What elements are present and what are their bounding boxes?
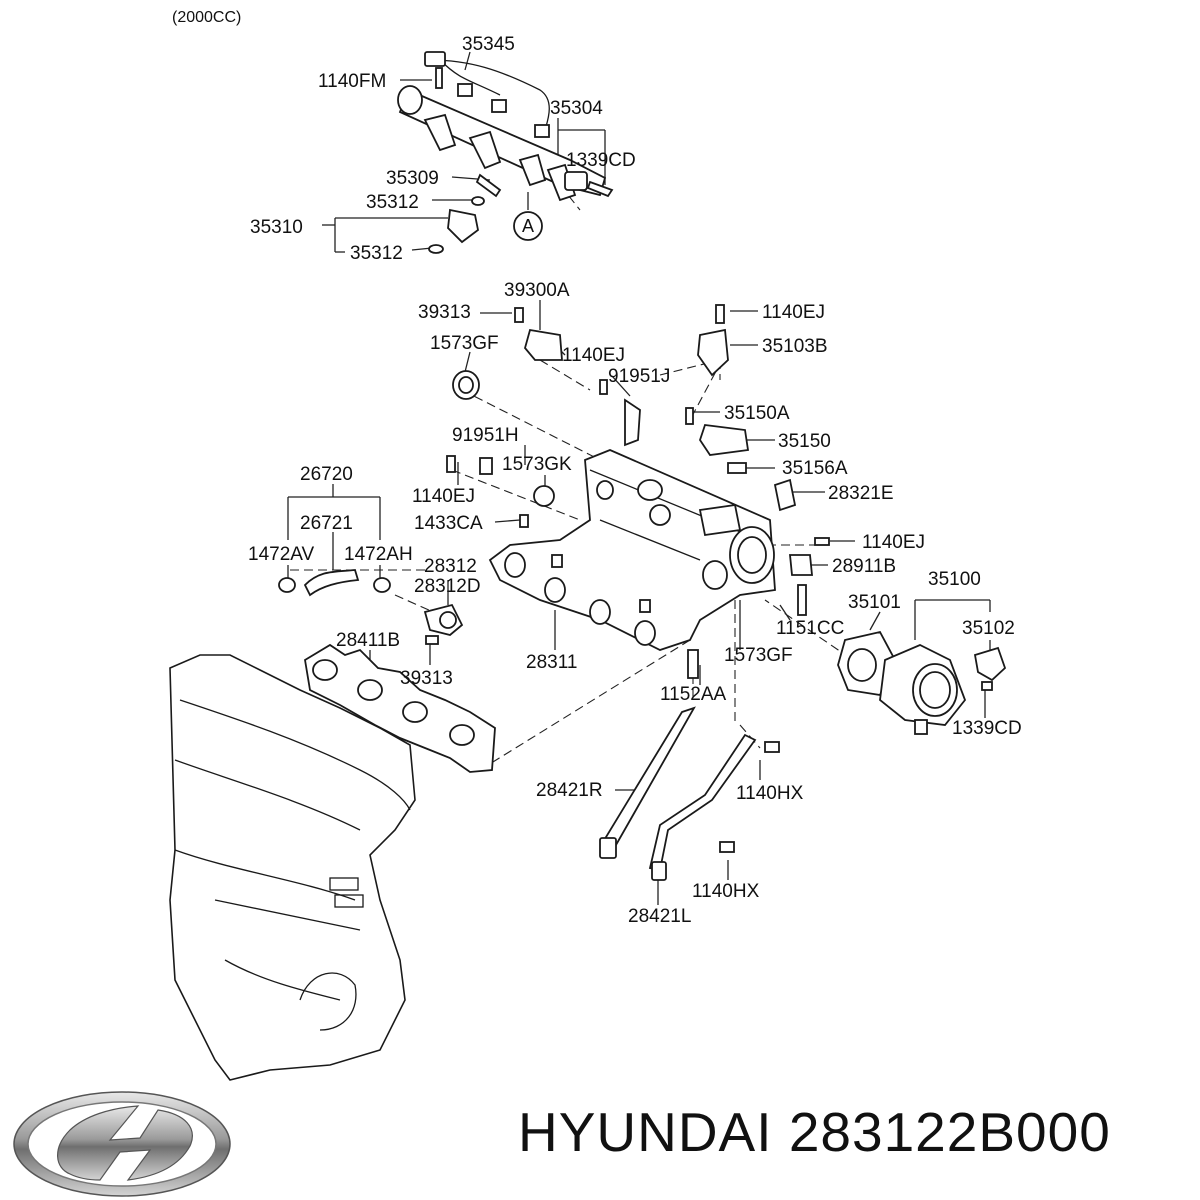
part-label: 35101 xyxy=(848,592,901,613)
manifold-gasket xyxy=(304,643,496,773)
part-label: 1152AA xyxy=(660,684,727,705)
hose-assembly xyxy=(278,569,464,645)
part-label: 91951H xyxy=(452,425,519,446)
part-label: 1140EJ xyxy=(762,302,825,323)
part-label: 28321E xyxy=(828,483,894,504)
part-labels: (2000CC) 35345 1140FM 35304 1339CD 35309… xyxy=(172,9,1022,927)
throttle-body xyxy=(837,630,1007,735)
part-label: 1140FM xyxy=(318,71,386,92)
part-label: 35312 xyxy=(350,243,403,264)
part-label: 35309 xyxy=(386,168,439,189)
support-brackets xyxy=(599,706,780,881)
sensor-parts xyxy=(446,304,830,679)
part-label: 1339CD xyxy=(566,150,636,171)
part-label: 1573GK xyxy=(502,454,572,475)
engine-block xyxy=(169,654,416,1081)
hyundai-logo-icon xyxy=(13,1091,231,1197)
part-label: 1140EJ xyxy=(562,345,625,366)
part-label: 28312D xyxy=(414,576,481,597)
part-label: 91951J xyxy=(608,366,670,387)
part-label: 39300A xyxy=(504,280,570,301)
part-label: 35102 xyxy=(962,618,1015,639)
part-label: 28411B xyxy=(336,630,400,651)
fuel-rail-assembly xyxy=(397,51,614,254)
part-label: 28312 xyxy=(424,556,477,577)
intake-manifold xyxy=(488,449,776,651)
part-label: 26720 xyxy=(300,464,353,485)
part-label: 1472AH xyxy=(344,544,413,565)
part-label: 1140EJ xyxy=(862,532,925,553)
part-label: 1433CA xyxy=(414,513,483,534)
brand-name: HYUNDAI xyxy=(518,1101,773,1163)
part-label: 35304 xyxy=(550,98,603,119)
part-label: 28421L xyxy=(628,906,691,927)
part-label: 35100 xyxy=(928,569,981,590)
part-label: 35345 xyxy=(462,34,515,55)
part-label: 1140HX xyxy=(692,881,760,902)
part-label: 1339CD xyxy=(952,718,1022,739)
part-label: 35312 xyxy=(366,192,419,213)
part-label: 28311 xyxy=(526,652,577,673)
part-label: 1472AV xyxy=(248,544,315,565)
part-label: 28421R xyxy=(536,780,603,801)
part-label: 1140HX xyxy=(736,783,804,804)
part-label: 35150A xyxy=(724,403,790,424)
part-label: 1573GF xyxy=(724,645,793,666)
part-label: 26721 xyxy=(300,513,353,534)
part-label: 39313 xyxy=(400,668,453,689)
part-label: 35156A xyxy=(782,458,848,479)
part-label: 35103B xyxy=(762,336,828,357)
part-number: 283122B000 xyxy=(788,1101,1111,1163)
leader-lines xyxy=(287,51,991,905)
part-label: 1151CC xyxy=(776,618,844,639)
callout-a-top: A xyxy=(513,211,543,241)
part-label: 35310 xyxy=(250,217,303,238)
part-label: 1573GF xyxy=(430,333,499,354)
part-label: 28911B xyxy=(832,556,896,577)
brand-part-title: HYUNDAI 283122B000 xyxy=(518,1100,1111,1164)
callout-label: A xyxy=(522,216,534,236)
part-label: 1140EJ xyxy=(412,486,475,507)
part-label: 35150 xyxy=(778,431,831,452)
engine-variant-label: (2000CC) xyxy=(172,9,241,26)
part-label: 39313 xyxy=(418,302,471,323)
